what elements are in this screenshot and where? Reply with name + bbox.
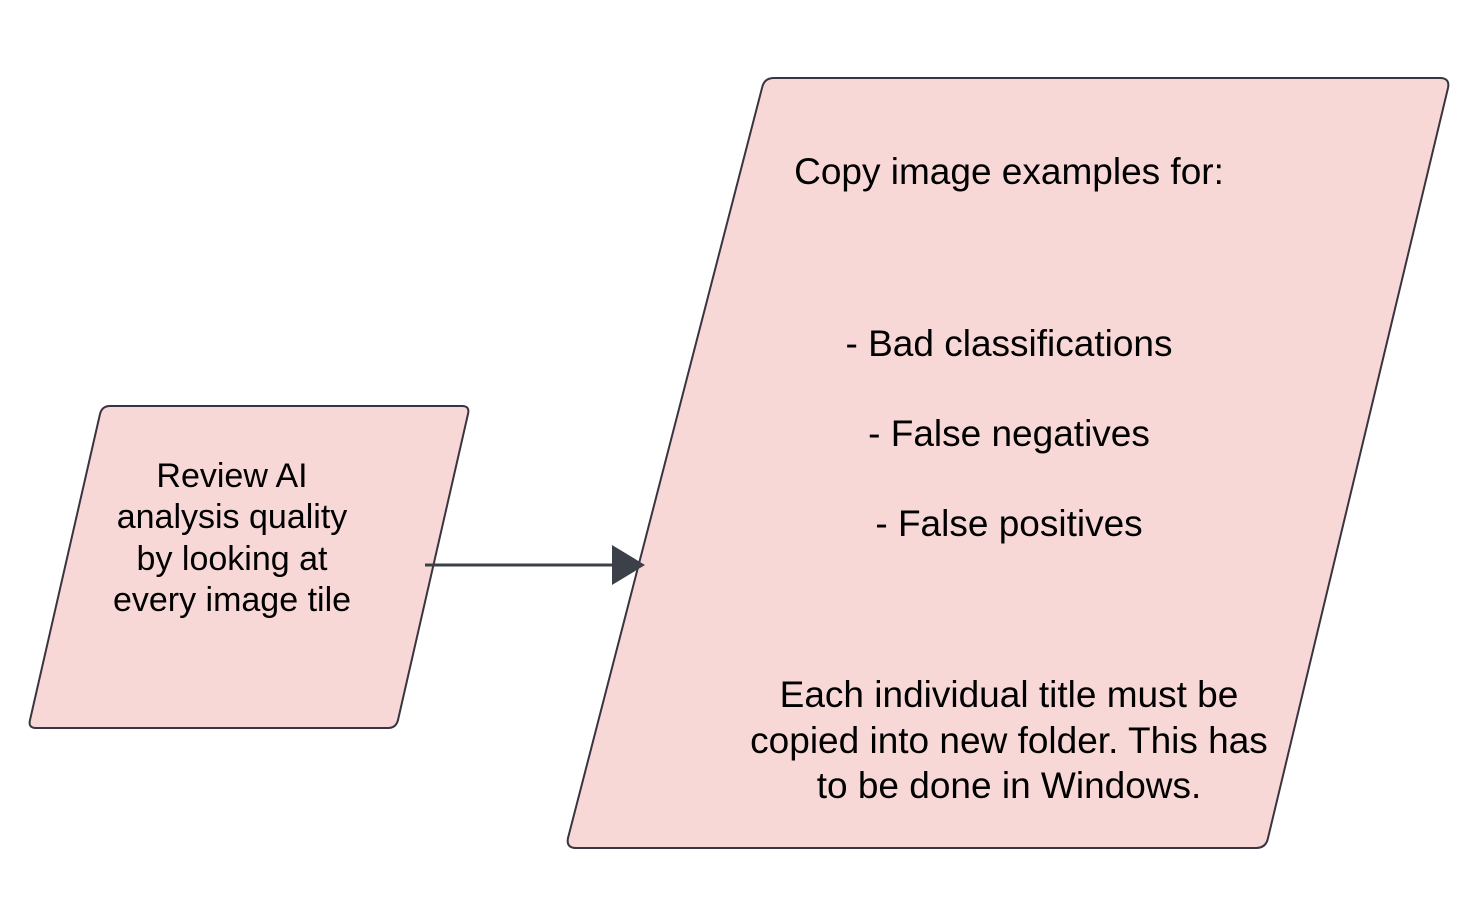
copy-node-bullet-bad-classifications: - Bad classifications [845, 322, 1173, 364]
spacer-after-bullets [600, 591, 1418, 627]
copy-node-shape[interactable] [566, 77, 1450, 849]
copy-node-label: Copy image examples for: - Bad classific… [600, 104, 1418, 916]
copy-node-bullet-false-positives: - False positives [875, 503, 1143, 544]
review-node-label: Review AI analysis quality by looking at… [112, 457, 352, 620]
copy-node-paragraph-folder-instruction: Each individual title must be copied int… [750, 674, 1268, 806]
copy-node-heading: Copy image examples for: [794, 151, 1224, 193]
spacer-after-paragraph-1 [600, 853, 1418, 889]
copy-node-bullet-false-negatives: - False negatives [868, 412, 1150, 454]
spacer-after-heading [600, 239, 1418, 275]
connector-arrow-head-icon [612, 545, 645, 585]
review-node-shape[interactable] [28, 405, 470, 729]
